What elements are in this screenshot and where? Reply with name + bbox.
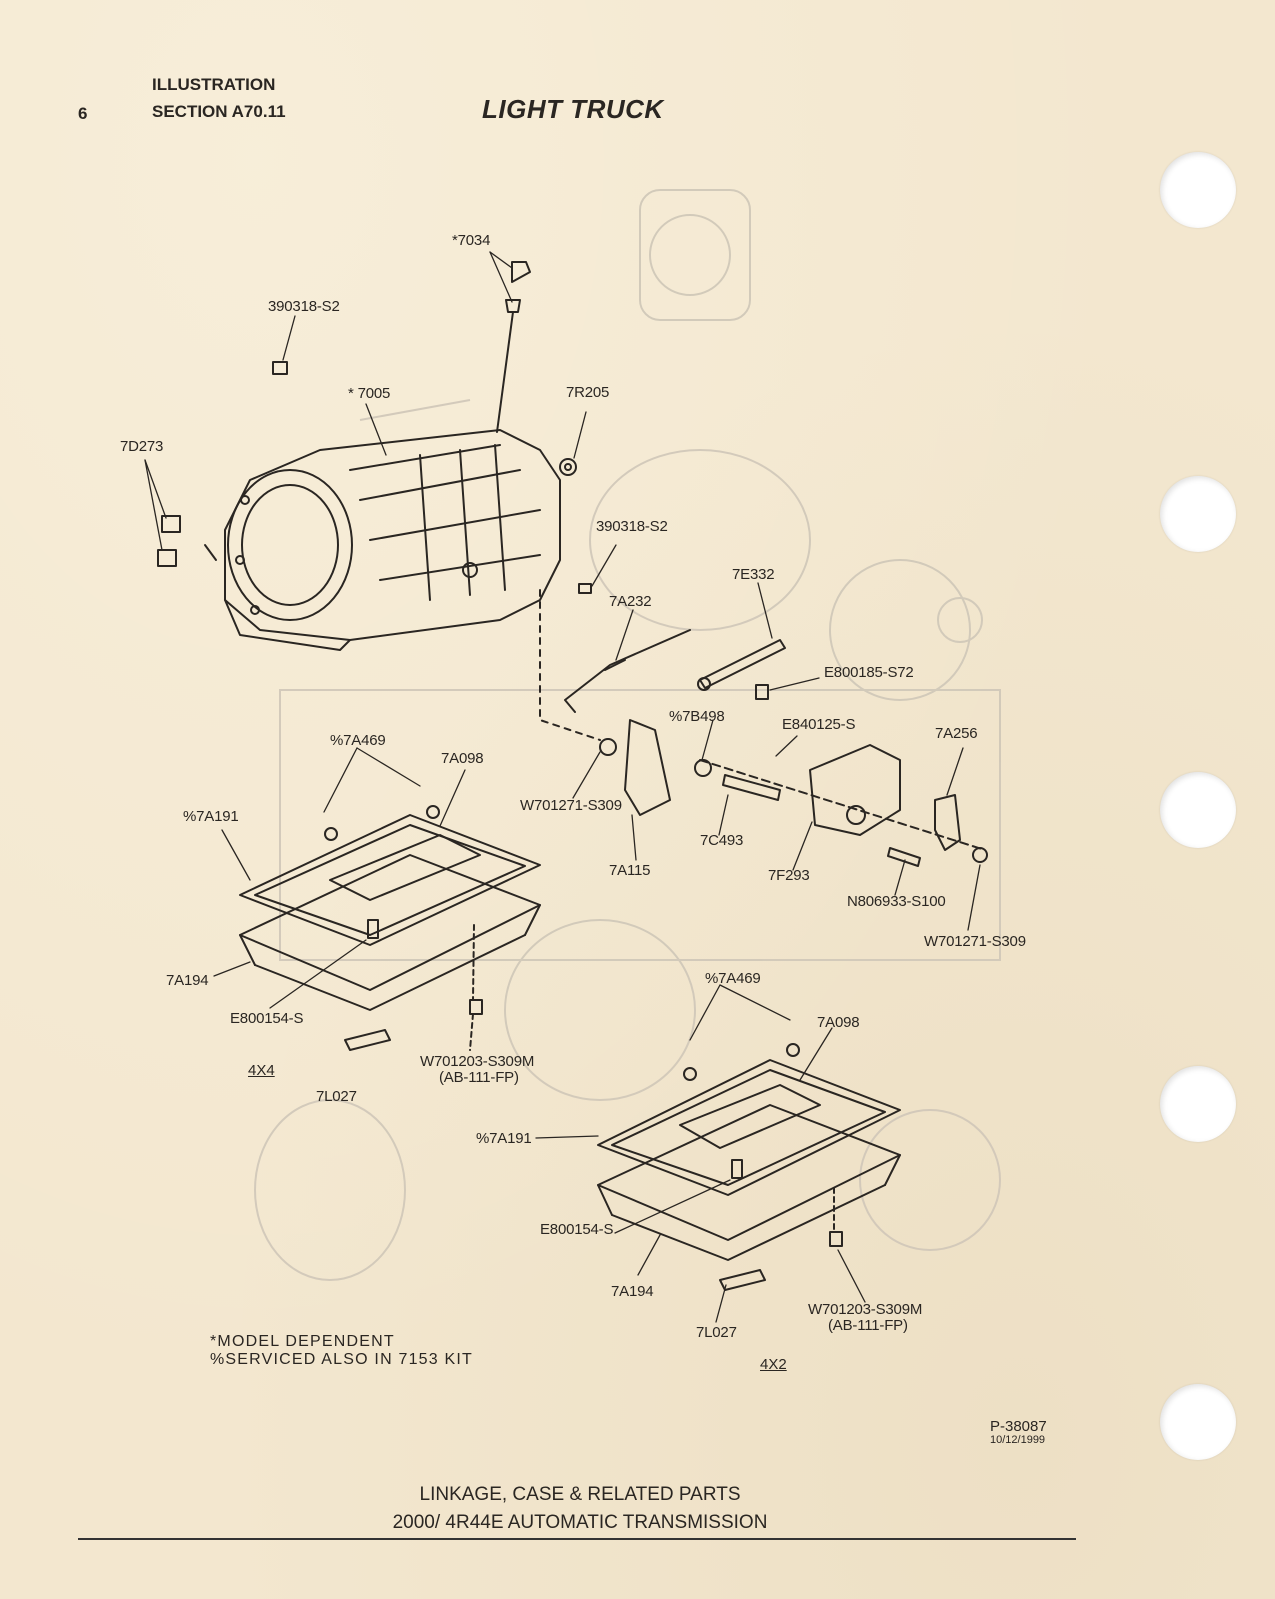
shaft-7C493: [722, 774, 781, 801]
callout-e840125-s: E840125-S: [782, 716, 856, 733]
footer-caption-line2: 2000/ 4R44E AUTOMATIC TRANSMISSION: [392, 1512, 768, 1533]
callout-7e332: 7E332: [732, 566, 775, 583]
callout-7a098-4x2: 7A098: [817, 1014, 860, 1031]
callout-e800185-s72: E800185-S72: [824, 664, 914, 681]
callout-7l027-4x2: 7L027: [696, 1324, 737, 1341]
note-serviced-kit: %SERVICED ALSO IN 7153 KIT: [210, 1351, 474, 1368]
callout-390318-s2-mid: 390318-S2: [596, 518, 668, 535]
callout-7a115: 7A115: [609, 862, 651, 879]
callout-7c493: 7C493: [700, 832, 744, 849]
callout-ab-111-fp-4x2: (AB-111-FP): [828, 1317, 908, 1334]
callout-7d273: 7D273: [120, 438, 164, 455]
callout-7a469-4x2: %7A469: [705, 970, 761, 987]
plugs-7D273: [157, 515, 217, 567]
seal-7R205: [559, 458, 577, 476]
main-drawing: [144, 251, 988, 1323]
callout-7a256: 7A256: [935, 725, 978, 742]
callout-7a194-4x2: 7A194: [611, 1283, 654, 1300]
callout-7a098-4x4: 7A098: [441, 750, 484, 767]
callout-w701203-s309m-4x2: W701203-S309M: [808, 1301, 923, 1318]
callout-7005: * 7005: [348, 385, 391, 402]
callout-e800154-s-4x2: E800154-S: [540, 1221, 614, 1238]
callout-7r205: 7R205: [566, 384, 610, 401]
callout-7a469-4x4: %7A469: [330, 732, 386, 749]
nut-W701271-right: [972, 847, 988, 863]
plate-number: P-38087: [990, 1418, 1047, 1435]
footer-rule: [78, 1538, 1076, 1540]
leader-lines: [144, 251, 981, 1323]
callout-7b498: %7B498: [669, 708, 725, 725]
vent-fitting-7034: [496, 261, 531, 433]
callout-7a232: 7A232: [609, 593, 652, 610]
callout-e800154-s-4x4: E800154-S: [230, 1010, 304, 1027]
binder-hole-3: [1160, 772, 1236, 848]
dashed-axis-line: [699, 759, 986, 851]
binder-hole-2: [1160, 476, 1236, 552]
callout-ab-111-fp-4x4: (AB-111-FP): [439, 1069, 519, 1086]
binder-hole-4: [1160, 1066, 1236, 1142]
bolt-N806933: [887, 847, 921, 867]
page-title: LIGHT TRUCK: [482, 94, 664, 124]
section-number: SECTION A70.11: [152, 102, 286, 121]
binder-hole-5: [1160, 1384, 1236, 1460]
callout-390318-s2-top: 390318-S2: [268, 298, 340, 315]
footer-caption-line1: LINKAGE, CASE & RELATED PARTS: [419, 1484, 741, 1505]
callout-w701271-s309-right: W701271-S309: [924, 933, 1026, 950]
bolt-E800185: [755, 684, 769, 700]
page-number: 6: [78, 104, 88, 123]
callout-7a191-4x2: %7A191: [476, 1130, 532, 1147]
variant-label-4x2: 4X2: [760, 1356, 787, 1373]
bolt-390318-mid: [578, 583, 592, 594]
plate-date: 10/12/1999: [990, 1434, 1046, 1446]
dashed-guide-line: [539, 589, 601, 741]
callout-7l027-4x4: 7L027: [316, 1088, 357, 1105]
lever-7A256: [934, 794, 961, 851]
range-sensor-7F293: [809, 744, 901, 836]
callout-w701271-s309-left: W701271-S309: [520, 797, 622, 814]
callout-7a191-4x4: %7A191: [183, 808, 239, 825]
shift-rod-7A232: [564, 629, 691, 713]
callout-7f293: 7F293: [768, 867, 810, 884]
lever-7E332: [697, 639, 786, 691]
bleed-through-ghost: [254, 189, 1001, 1281]
callout-n806933-s100: N806933-S100: [847, 893, 946, 910]
pan-group-4x2: [597, 1043, 901, 1291]
callout-7034: *7034: [452, 232, 491, 249]
manual-lever-7A115: [599, 719, 671, 816]
callout-7a194-4x4: 7A194: [166, 972, 209, 989]
transmission-case-7005: [224, 429, 561, 651]
variant-label-4x4: 4X4: [248, 1062, 275, 1079]
binder-hole-1: [1160, 152, 1236, 228]
note-model-dependent: *MODEL DEPENDENT: [210, 1333, 395, 1350]
bolt-390318-top: [272, 361, 288, 375]
section-label: ILLUSTRATION: [152, 75, 276, 94]
callout-w701203-s309m-4x4: W701203-S309M: [420, 1053, 535, 1070]
pan-group-4x4: [239, 805, 541, 1051]
